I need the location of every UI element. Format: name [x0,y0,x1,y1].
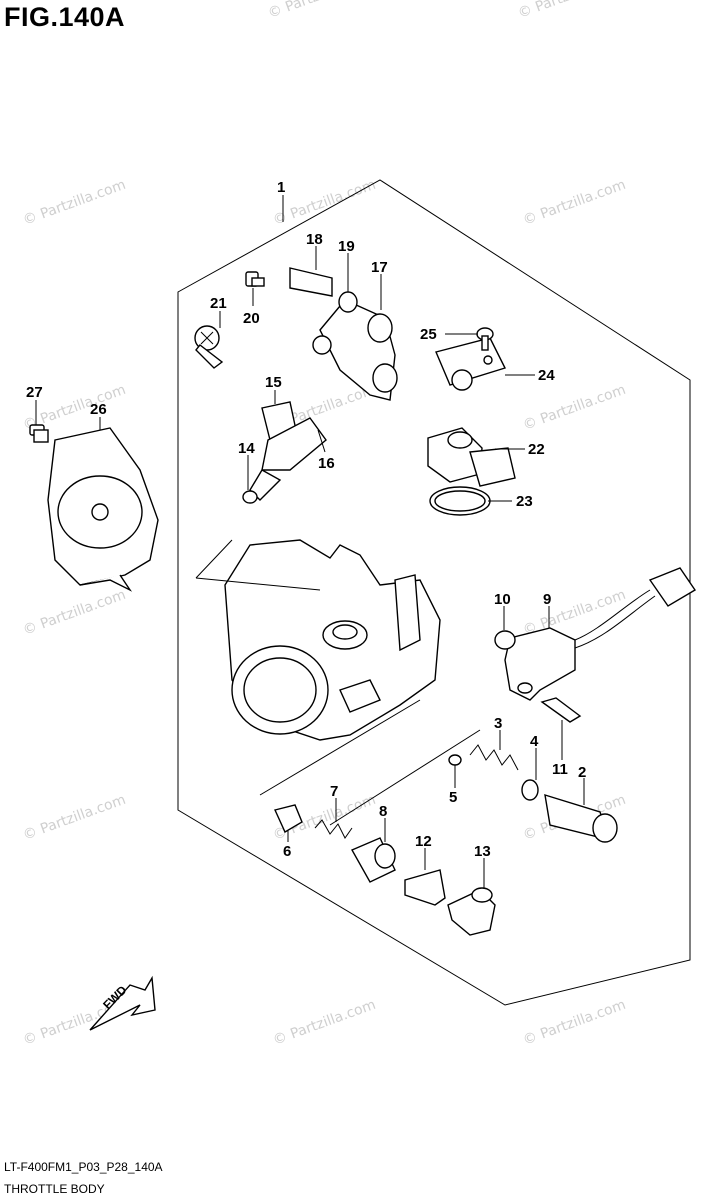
callout-24: 24 [538,367,555,384]
watermark: © Partzilla.com [521,997,628,1049]
diagram-code: LT-F400FM1_P03_P28_140A [4,1160,163,1174]
callout-18: 18 [306,231,323,248]
callout-5: 5 [449,789,457,806]
figure-title: FIG.140A [4,2,126,32]
leader [195,539,321,591]
callout-27: 27 [26,384,43,401]
callout-2: 2 [578,764,586,781]
callout-3: 3 [494,715,502,732]
part-screw-21 [194,325,224,369]
callout-16: 16 [318,455,335,472]
callout-25: 25 [420,326,437,343]
callout-17: 17 [371,259,388,276]
callout-14: 14 [238,440,255,457]
part-plunger-6 [274,804,303,833]
part-screw-5 [448,754,462,766]
part-elbow-13 [447,887,496,936]
part-sensor-22 [427,427,516,487]
watermark: © Partzilla.com [266,0,373,22]
callout-22: 22 [528,441,545,458]
part-spring-3 [469,744,519,771]
part-bolt-20 [245,271,265,287]
watermark: © Partzilla.com [516,0,623,22]
callout-13: 13 [474,843,491,860]
part-oring-23 [429,486,491,516]
watermark: © Partzilla.com [271,177,378,229]
part-spring-7 [314,819,353,839]
callout-4: 4 [530,733,539,750]
watermark: © Partzilla.com [21,177,128,229]
watermark: © Partzilla.com [271,997,378,1049]
watermark: © Partzilla.com [21,587,128,639]
part-oring-14 [242,490,258,504]
part-sensor-9 [504,567,696,701]
callout-11: 11 [552,761,568,778]
callout-9: 9 [543,591,551,608]
part-cap-8 [351,837,396,883]
callout-26: 26 [90,401,107,418]
part-throttle-body [224,539,441,741]
part-bolt-27 [29,424,49,443]
part-oring-4 [521,779,539,801]
part-hose-12 [404,869,446,906]
callout-19: 19 [338,238,355,255]
callout-21: 21 [210,295,227,312]
part-cover-26 [47,427,159,592]
diagram-name: THROTTLE BODY [4,1182,105,1196]
part-screw-11 [540,697,582,723]
callout-15: 15 [265,374,282,391]
leader [259,699,481,826]
part-injector-16 [249,417,327,501]
watermark: © Partzilla.com [521,177,628,229]
assembly-boundary [177,179,691,1006]
callout-labels: 1 2 3 4 5 6 7 8 9 10 11 12 13 14 15 16 1… [26,179,586,860]
watermark: © Partzilla.com [521,382,628,434]
callout-7: 7 [330,783,338,800]
part-oring-10 [494,630,516,650]
part-oring-19 [338,291,358,313]
callout-10: 10 [494,591,511,608]
callout-leaders [35,195,585,888]
part-bracket-24 [435,337,506,391]
callout-8: 8 [379,803,387,820]
callout-20: 20 [243,310,260,327]
part-plunger-2 [544,793,618,843]
part-screw-25 [476,327,494,351]
watermark: © Partzilla.com [21,792,128,844]
callout-6: 6 [283,843,291,860]
callout-12: 12 [415,833,432,850]
callout-23: 23 [516,493,533,510]
callout-1: 1 [277,179,285,196]
